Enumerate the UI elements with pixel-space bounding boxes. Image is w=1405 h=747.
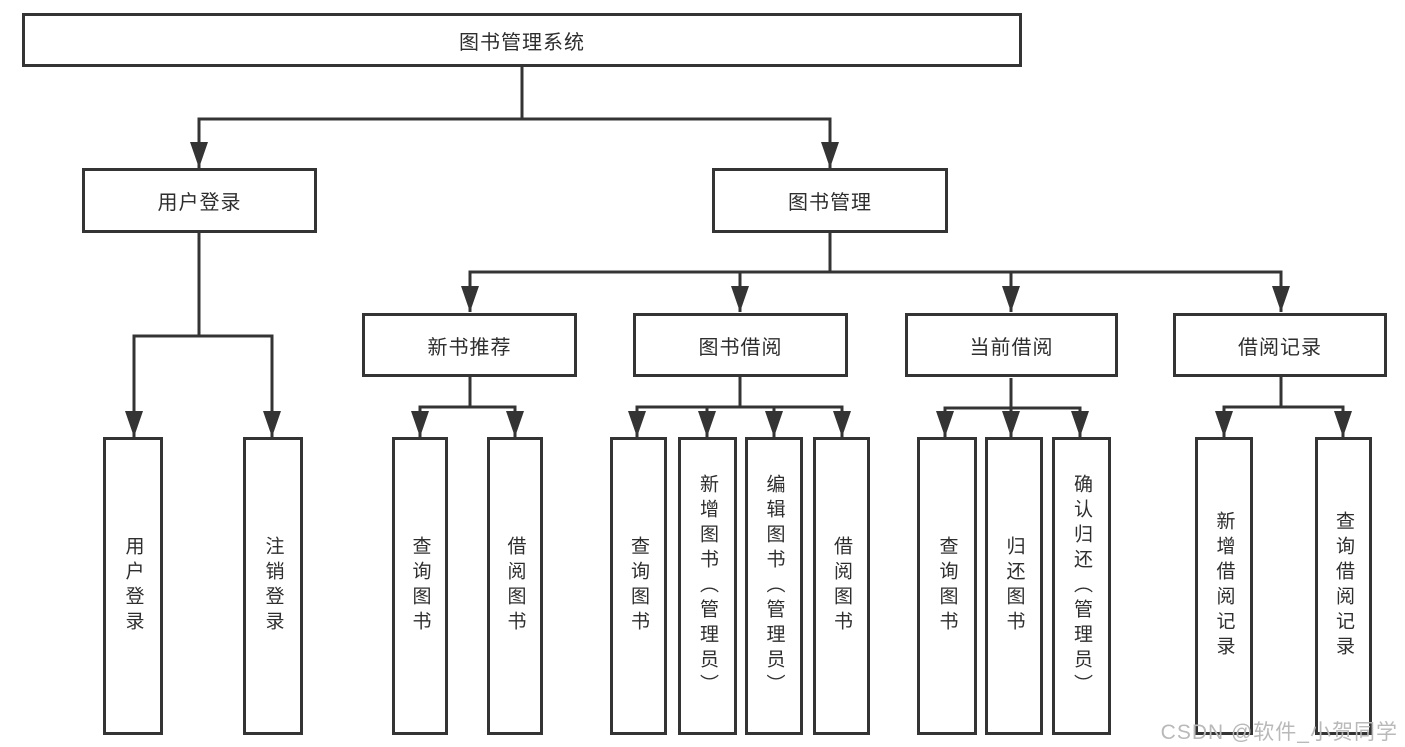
arrowhead: [461, 286, 1290, 312]
node-user-login: 用户登录: [82, 168, 317, 233]
connector-borrow-record-children: [1215, 377, 1352, 437]
leaf-bb-add-books: 新增图书（管理员）: [678, 437, 737, 735]
connector-book-mgmt-children: [461, 233, 1290, 312]
leaf-br-add-record: 新增借阅记录: [1195, 437, 1253, 735]
leaf-br-query-record: 查询借阅记录: [1315, 437, 1372, 735]
leaf-bb-query-books-label: 查询图书: [628, 536, 649, 636]
connector-user-login-children: [125, 233, 281, 437]
arrowhead: [190, 142, 839, 168]
leaf-bb-query-books: 查询图书: [610, 437, 667, 735]
connector-line: [635, 377, 844, 437]
connector-book-borrow-children: [628, 377, 851, 437]
arrowhead: [125, 411, 281, 437]
leaf-nbr-borrow-books: 借阅图书: [487, 437, 543, 735]
node-borrow-record: 借阅记录: [1173, 313, 1387, 377]
leaf-bb-borrow-books-label: 借阅图书: [831, 536, 852, 636]
connector-root-to-level1: [190, 67, 839, 168]
leaf-cb-query-books: 查询图书: [917, 437, 977, 735]
connector-new-book-rec-children: [411, 377, 524, 437]
leaf-nbr-query-books: 查询图书: [392, 437, 448, 735]
leaf-bb-edit-books: 编辑图书（管理员）: [745, 437, 803, 735]
node-new-book-rec: 新书推荐: [362, 313, 577, 377]
arrowhead: [1215, 411, 1352, 437]
leaf-logout-label: 注销登录: [262, 536, 284, 636]
node-current-borrow-label: 当前借阅: [969, 336, 1054, 359]
connector-line: [132, 233, 274, 437]
leaf-br-query-record-label: 查询借阅记录: [1333, 511, 1354, 661]
leaf-bb-edit-books-label: 编辑图书（管理员）: [763, 473, 785, 699]
connector-line: [418, 377, 517, 437]
connector-line: [197, 67, 832, 168]
connector-line: [1222, 377, 1345, 437]
node-book-borrow: 图书借阅: [633, 313, 848, 377]
leaf-cb-query-books-label: 查询图书: [936, 536, 958, 636]
node-borrow-record-label: 借阅记录: [1238, 336, 1322, 359]
watermark: CSDN @软件_小贺同学: [1160, 721, 1398, 744]
leaf-user-login: 用户登录: [103, 437, 163, 735]
arrowhead: [411, 411, 524, 437]
leaf-cb-confirm-return-label: 确认归还（管理员）: [1071, 473, 1092, 699]
node-current-borrow: 当前借阅: [905, 313, 1118, 377]
node-new-book-rec-label: 新书推荐: [427, 336, 512, 359]
leaf-nbr-query-books-label: 查询图书: [409, 536, 431, 636]
leaf-bb-add-books-label: 新增图书（管理员）: [697, 473, 718, 699]
arrowhead: [936, 411, 1089, 437]
node-book-mgmt-label: 图书管理: [788, 192, 872, 214]
leaf-logout: 注销登录: [243, 437, 303, 735]
leaf-cb-return-books: 归还图书: [985, 437, 1043, 735]
leaf-nbr-borrow-books-label: 借阅图书: [504, 536, 526, 636]
node-book-mgmt: 图书管理: [712, 168, 948, 233]
leaf-br-add-record-label: 新增借阅记录: [1213, 511, 1235, 661]
node-root-label: 图书管理系统: [459, 31, 585, 54]
arrowhead: [628, 411, 851, 437]
node-user-login-label: 用户登录: [157, 192, 242, 214]
node-book-borrow-label: 图书借阅: [698, 336, 783, 359]
connector-current-borrow-children: [936, 378, 1089, 437]
leaf-user-login-label: 用户登录: [122, 536, 144, 636]
leaf-bb-borrow-books: 借阅图书: [813, 437, 870, 735]
connector-line: [468, 233, 1283, 312]
leaf-cb-return-books-label: 归还图书: [1003, 536, 1025, 636]
node-root: 图书管理系统: [22, 13, 1022, 67]
leaf-cb-confirm-return: 确认归还（管理员）: [1052, 437, 1111, 735]
